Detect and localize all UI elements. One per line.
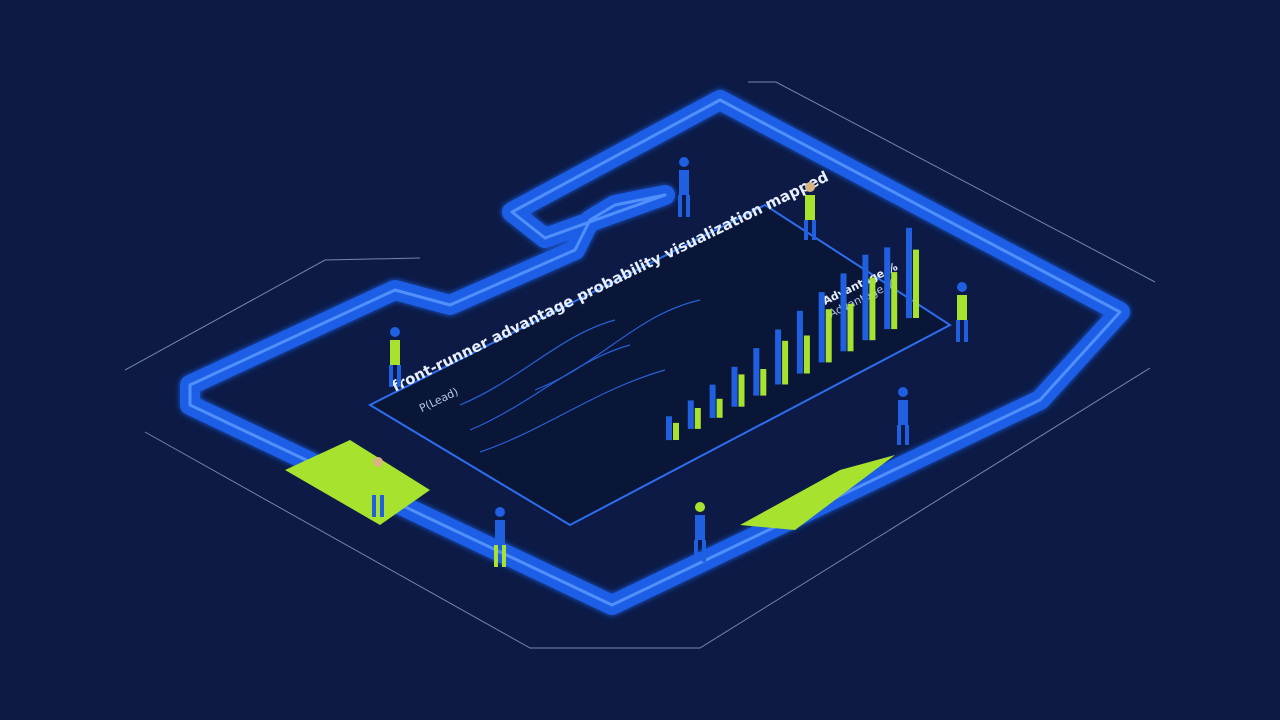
bar-series-2 (716, 398, 723, 418)
bar-series-1 (884, 247, 891, 330)
bar-series-2 (760, 369, 767, 396)
data-board (367, 203, 952, 527)
bar-series-2 (913, 249, 919, 318)
person-start (372, 457, 384, 517)
people (372, 157, 968, 567)
bar-series-1 (840, 273, 847, 352)
person-bottom-center (694, 502, 706, 562)
person-right-top (804, 182, 816, 240)
guide-lines (124, 81, 1156, 649)
bar-series-1 (906, 227, 912, 319)
bar-series-1 (709, 384, 716, 418)
bar-series-2 (847, 303, 854, 352)
bar-series-1 (666, 416, 672, 441)
start-zone (285, 440, 430, 525)
bar-series-2 (825, 309, 832, 363)
bar-series-1 (731, 366, 738, 407)
bar-series-2 (694, 408, 701, 429)
bar-series-2 (869, 277, 876, 341)
race-track-edge (188, 98, 1122, 607)
bar-series-1 (775, 329, 782, 385)
person-right-bottom (897, 387, 909, 445)
finish-zone (740, 455, 895, 530)
bar-series-1 (796, 310, 803, 374)
bar-chart (666, 227, 919, 441)
person-bottom-left (494, 507, 506, 567)
bar-series-2 (673, 422, 679, 440)
bar-series-2 (782, 340, 789, 385)
person-right-mid (956, 282, 968, 342)
bar-series-2 (738, 374, 745, 407)
bar-series-1 (818, 292, 825, 363)
bar-series-2 (891, 272, 898, 330)
bar-series-1 (862, 254, 869, 341)
bar-series-1 (753, 348, 760, 396)
bar-series-1 (687, 400, 694, 429)
person-top (678, 157, 690, 217)
person-left (389, 327, 401, 387)
connector-lines (459, 299, 701, 453)
bar-series-2 (803, 335, 810, 374)
